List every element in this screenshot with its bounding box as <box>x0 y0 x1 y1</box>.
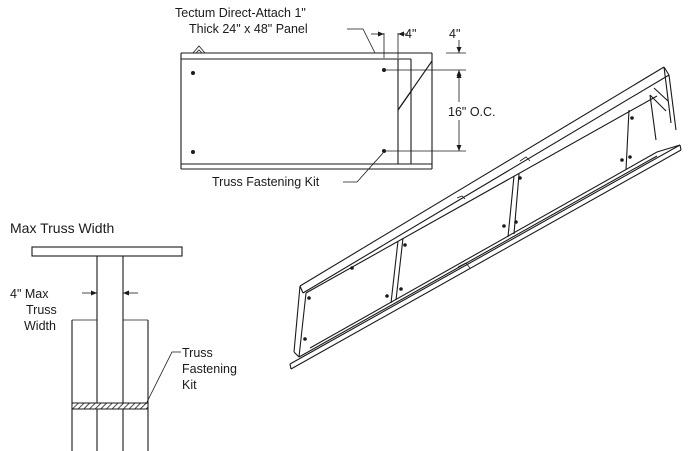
side-dimension-label: 4" <box>405 27 416 41</box>
isometric-truss-assembly <box>289 66 682 370</box>
width-label-line1: 4" Max <box>10 287 49 301</box>
panel-label-line2: Thick 24" x 48" Panel <box>189 22 308 36</box>
fastening-kit-label: Truss Fastening Kit <box>212 175 320 189</box>
fastener-dot <box>191 150 195 154</box>
fastener-dot <box>350 266 354 270</box>
kit-label-line3: Kit <box>182 378 197 392</box>
truss-section-title: Max Truss Width <box>10 220 114 236</box>
fastener-dot <box>303 337 307 341</box>
fastening-kit-leader <box>343 152 384 183</box>
panel-label-leader <box>347 28 376 54</box>
panel-outline <box>180 45 433 170</box>
side-dimension <box>371 31 408 58</box>
fastener-dot <box>307 296 311 300</box>
top-dimension-label: 4" <box>449 27 460 41</box>
fastener-dot <box>502 224 506 228</box>
fastener-dot <box>399 287 403 291</box>
panel-label-line1: Tectum Direct-Attach 1" <box>175 6 306 20</box>
fastener-dot <box>628 155 632 159</box>
kit-label-line2: Fastening <box>182 362 237 376</box>
width-label-line3: Width <box>24 319 56 333</box>
fastener-dot <box>385 294 389 298</box>
fastener-dot <box>382 68 386 72</box>
width-label-line2: Truss <box>26 303 57 317</box>
fastening-kit-bar <box>71 402 149 410</box>
fastener-dot <box>382 149 386 153</box>
fastener-dot <box>514 220 518 224</box>
kit-label-line1: Truss <box>182 346 213 360</box>
fastener-dot <box>620 158 624 162</box>
spacing-dimension <box>386 72 466 152</box>
panel-detail: Tectum Direct-Attach 1" Thick 24" x 48" … <box>175 6 496 189</box>
fastener-dot <box>403 243 407 247</box>
fastener-dot <box>191 71 195 75</box>
spacing-dimension-label: 16" O.C. <box>448 105 496 119</box>
truss-section: Max Truss Width 4" Max Truss Width Truss… <box>10 220 237 451</box>
fastener-dot <box>630 116 634 120</box>
fastener-dot <box>518 176 522 180</box>
kit-label-leader <box>145 351 181 405</box>
